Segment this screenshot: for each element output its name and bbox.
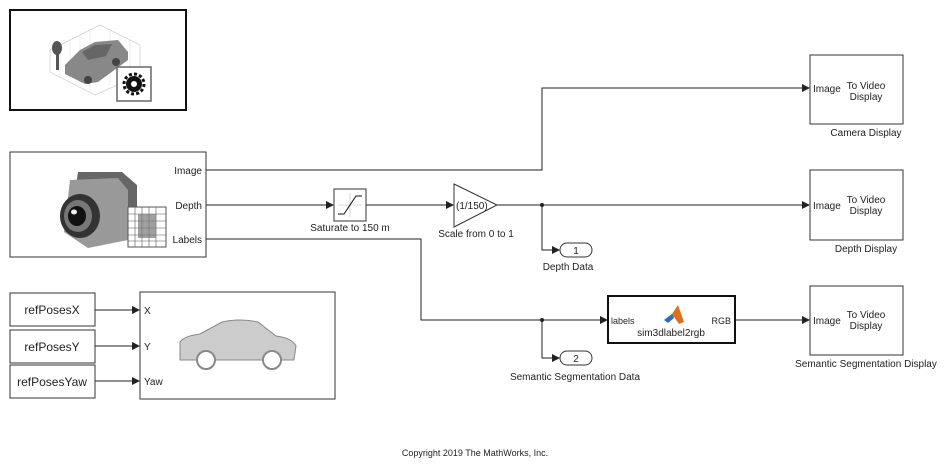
wire-depth-out[interactable] <box>541 205 560 254</box>
fn-port-rgb: RGB <box>711 316 731 326</box>
camera-port-labels: Labels <box>173 235 202 246</box>
display-label: Camera Display <box>830 128 901 139</box>
wire-labels[interactable] <box>206 238 608 324</box>
wire-labels-out[interactable] <box>541 320 560 362</box>
camera-port-image: Image <box>174 166 202 177</box>
block-name: refPosesYaw <box>17 375 87 389</box>
display-port: Image <box>813 201 841 212</box>
outport-number: 2 <box>573 354 579 365</box>
saturation-label: Saturate to 150 m <box>310 223 390 234</box>
ref-poses-x-block[interactable]: refPosesX <box>9 292 96 327</box>
camera-icon <box>60 172 167 248</box>
segmentation-display-block[interactable]: Image To Video Display Semantic Segmenta… <box>795 285 937 370</box>
vehicle-block[interactable]: X Y Yaw <box>139 291 336 400</box>
vehicle-port-x: X <box>144 306 151 317</box>
display-title: To Video <box>847 195 886 206</box>
scene-configuration-block[interactable] <box>9 9 187 111</box>
depth-display-block[interactable]: Image To Video Display Depth Display <box>809 169 904 255</box>
gain-label: Scale from 0 to 1 <box>438 229 514 240</box>
ref-poses-yaw-block[interactable]: refPosesYaw <box>9 364 96 399</box>
vehicle-port-yaw: Yaw <box>144 377 163 388</box>
matlab-logo-icon <box>664 305 684 324</box>
display-port: Image <box>813 316 841 327</box>
outport-depth-data[interactable]: 1 Depth Data <box>543 242 594 273</box>
display-port: Image <box>813 84 841 95</box>
display-label: Depth Display <box>835 244 897 255</box>
junction <box>540 318 544 322</box>
copyright: Copyright 2019 The MathWorks, Inc. <box>402 448 548 458</box>
camera-display-block[interactable]: Image To Video Display Camera Display <box>809 54 904 139</box>
fn-port-labels: labels <box>611 316 635 326</box>
saturation-block[interactable]: Saturate to 150 m <box>310 188 390 234</box>
fn-name: sim3dlabel2rgb <box>637 328 705 339</box>
display-label: Semantic Segmentation Display <box>795 359 937 370</box>
outport-label: Semantic Segmentation Data <box>510 372 641 383</box>
camera-port-depth: Depth <box>175 201 202 212</box>
display-title: Display <box>850 92 883 103</box>
display-title: Display <box>850 321 883 332</box>
outport-label: Depth Data <box>543 262 594 273</box>
ref-poses-y-block[interactable]: refPosesY <box>9 329 96 364</box>
block-name: refPosesY <box>24 340 79 354</box>
gain-block[interactable]: (1/150) Scale from 0 to 1 <box>438 183 514 240</box>
display-title: To Video <box>847 81 886 92</box>
matlab-function-block[interactable]: labels RGB sim3dlabel2rgb <box>607 295 736 344</box>
gain-value: (1/150) <box>456 201 488 212</box>
display-title: To Video <box>847 310 886 321</box>
camera-block[interactable]: Image Depth Labels <box>9 151 207 258</box>
block-name: refPosesX <box>24 303 79 317</box>
car-silhouette-icon <box>179 319 297 370</box>
vehicle-port-y: Y <box>144 342 151 353</box>
display-title: Display <box>850 206 883 217</box>
outport-number: 1 <box>573 246 579 257</box>
scene-configuration-gear-icon <box>49 24 152 102</box>
outport-segmentation-data[interactable]: 2 Semantic Segmentation Data <box>510 350 641 383</box>
junction <box>540 203 544 207</box>
wire-image[interactable] <box>206 84 810 171</box>
